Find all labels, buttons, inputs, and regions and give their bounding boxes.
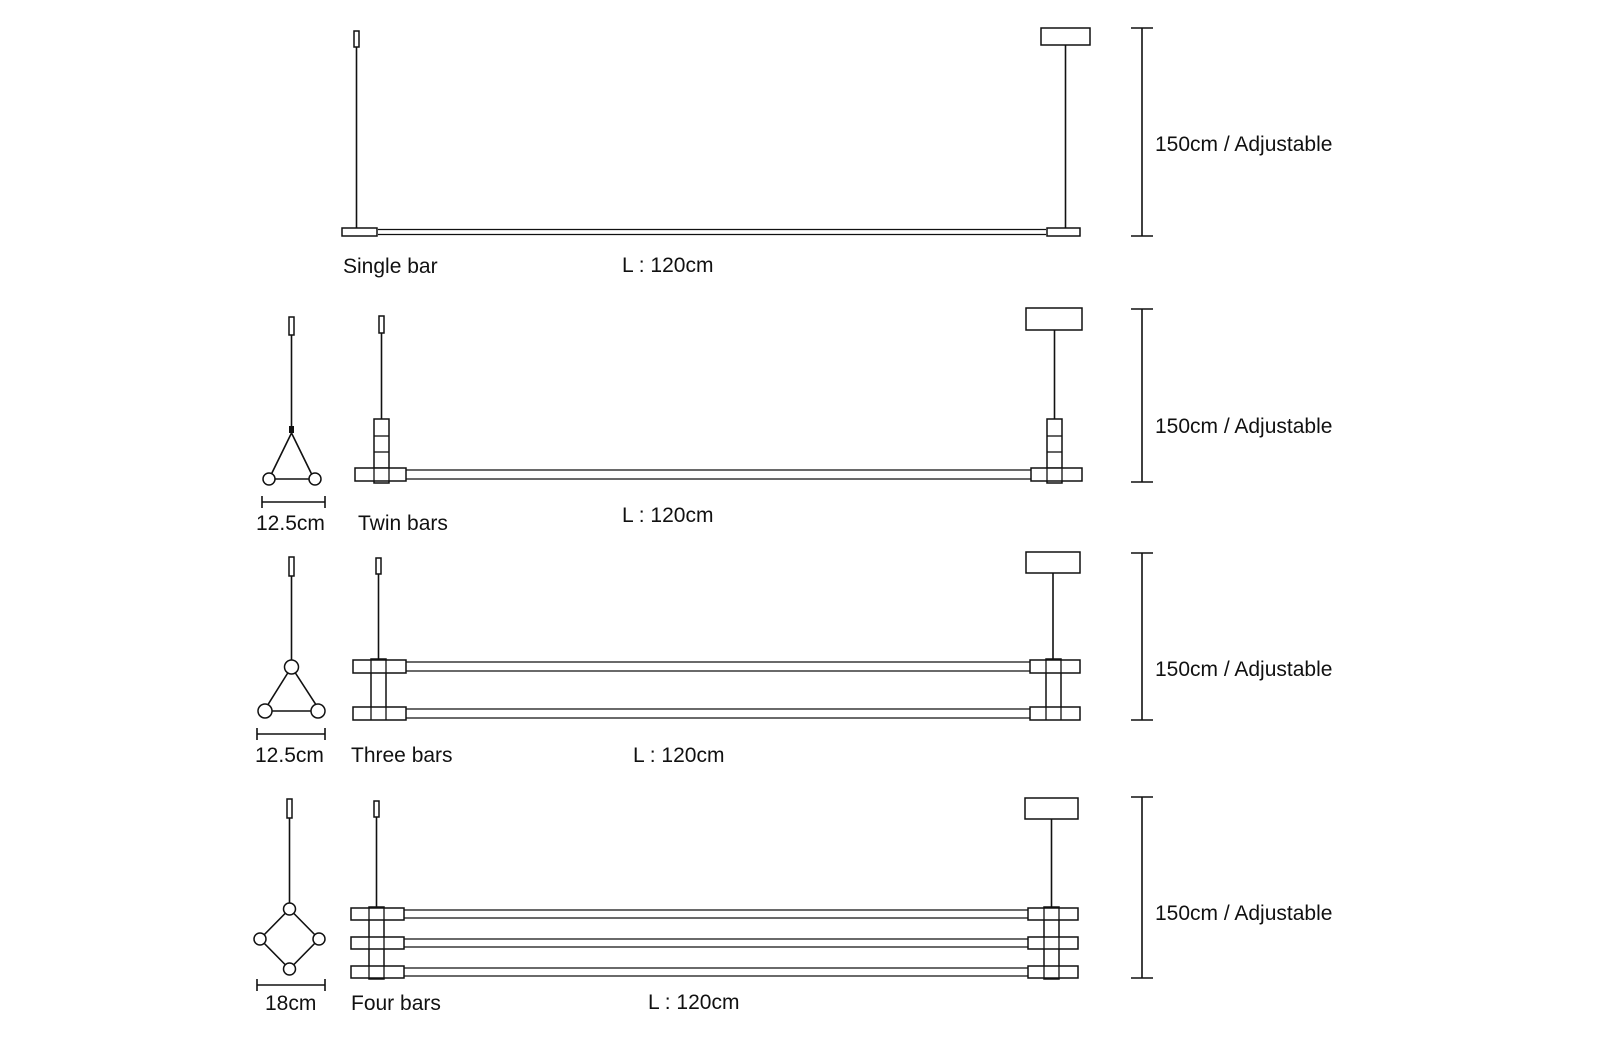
twin-bars-width-label: 12.5cm	[256, 512, 325, 535]
three-bars-row: 12.5cm	[255, 551, 1332, 767]
four-bars-side-view	[253, 798, 326, 976]
twin-bars-height-dimension	[1131, 308, 1153, 483]
twin-bars-height-label: 150cm / Adjustable	[1155, 415, 1332, 438]
twin-bars-front-view	[354, 307, 1083, 484]
four-bars-length-label: L : 120cm	[648, 991, 739, 1014]
three-bars-width-label: 12.5cm	[255, 744, 324, 767]
three-bars-height-dimension	[1131, 552, 1153, 721]
twin-bars-length-label: L : 120cm	[622, 504, 713, 527]
four-bars-width-dimension	[256, 979, 326, 991]
four-bars-width-label: 18cm	[265, 992, 316, 1015]
four-bars-row: 18cm	[253, 796, 1332, 1015]
single-bar-front-view	[341, 27, 1091, 237]
single-bar-height-label: 150cm / Adjustable	[1155, 133, 1332, 156]
single-bar-height-dimension	[1131, 27, 1153, 237]
single-bar-length-label: L : 120cm	[622, 254, 713, 277]
three-bars-height-label: 150cm / Adjustable	[1155, 658, 1332, 681]
twin-bars-side-view	[262, 316, 322, 486]
three-bars-name-label: Three bars	[351, 744, 453, 767]
four-bars-front-view	[350, 797, 1079, 980]
twin-bars-name-label: Twin bars	[358, 512, 448, 535]
three-bars-front-view	[352, 551, 1081, 721]
twin-bars-row: 12.5cm 150cm /	[256, 307, 1332, 535]
twin-bars-width-dimension	[261, 496, 326, 508]
three-bars-side-view	[257, 556, 326, 719]
four-bars-height-label: 150cm / Adjustable	[1155, 902, 1332, 925]
three-bars-length-label: L : 120cm	[633, 744, 724, 767]
four-bars-height-dimension	[1131, 796, 1153, 979]
four-bars-name-label: Four bars	[351, 992, 441, 1015]
three-bars-width-dimension	[256, 728, 326, 740]
single-bar-name-label: Single bar	[343, 255, 438, 278]
twin-bars-connector-icon	[289, 426, 294, 433]
single-bar-row: 150cm / Adjustable Single bar L : 120cm	[341, 27, 1332, 278]
